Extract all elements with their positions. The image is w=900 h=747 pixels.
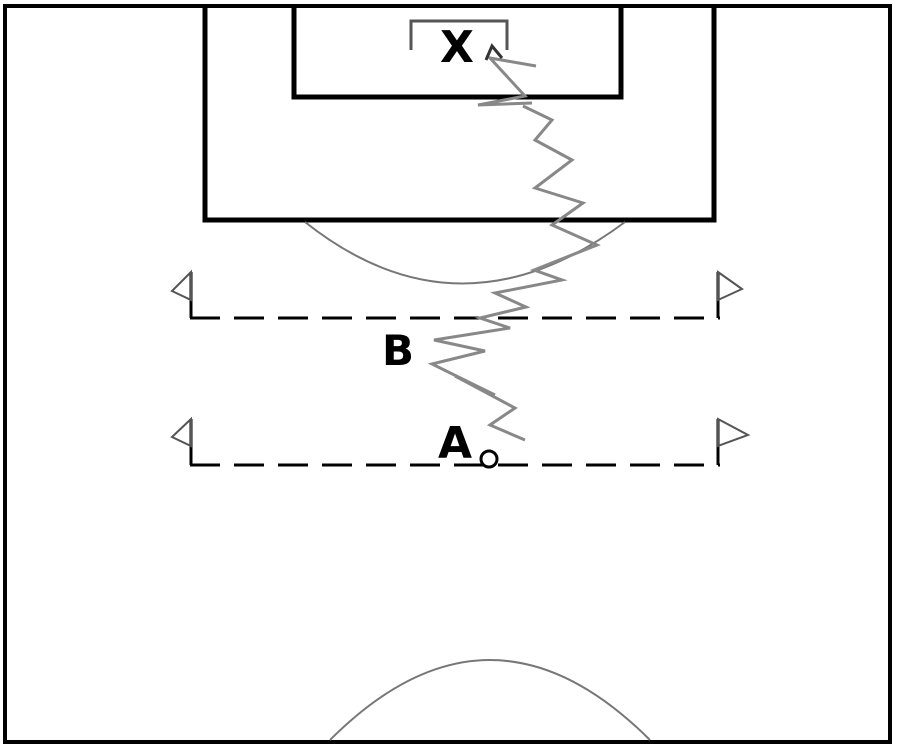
centre-circle-arc (329, 659, 651, 741)
shot-arrow-icon (484, 43, 504, 61)
flag-icon (170, 416, 192, 448)
player-b-label: B (382, 326, 415, 375)
flag-icon (170, 269, 192, 302)
player-a-label: A (438, 418, 473, 469)
lower-zone-line (170, 416, 751, 467)
flag-icon (717, 417, 751, 448)
ball-icon (479, 449, 499, 469)
shot-path (477, 55, 537, 107)
goalkeeper-label: X (440, 22, 474, 73)
goal (409, 19, 509, 50)
upper-zone-line (170, 269, 744, 320)
goal-area (291, 6, 624, 100)
penalty-area (202, 6, 717, 223)
flag-icon (717, 270, 744, 302)
pitch-boundary (3, 4, 892, 744)
dribble-path (427, 104, 601, 442)
